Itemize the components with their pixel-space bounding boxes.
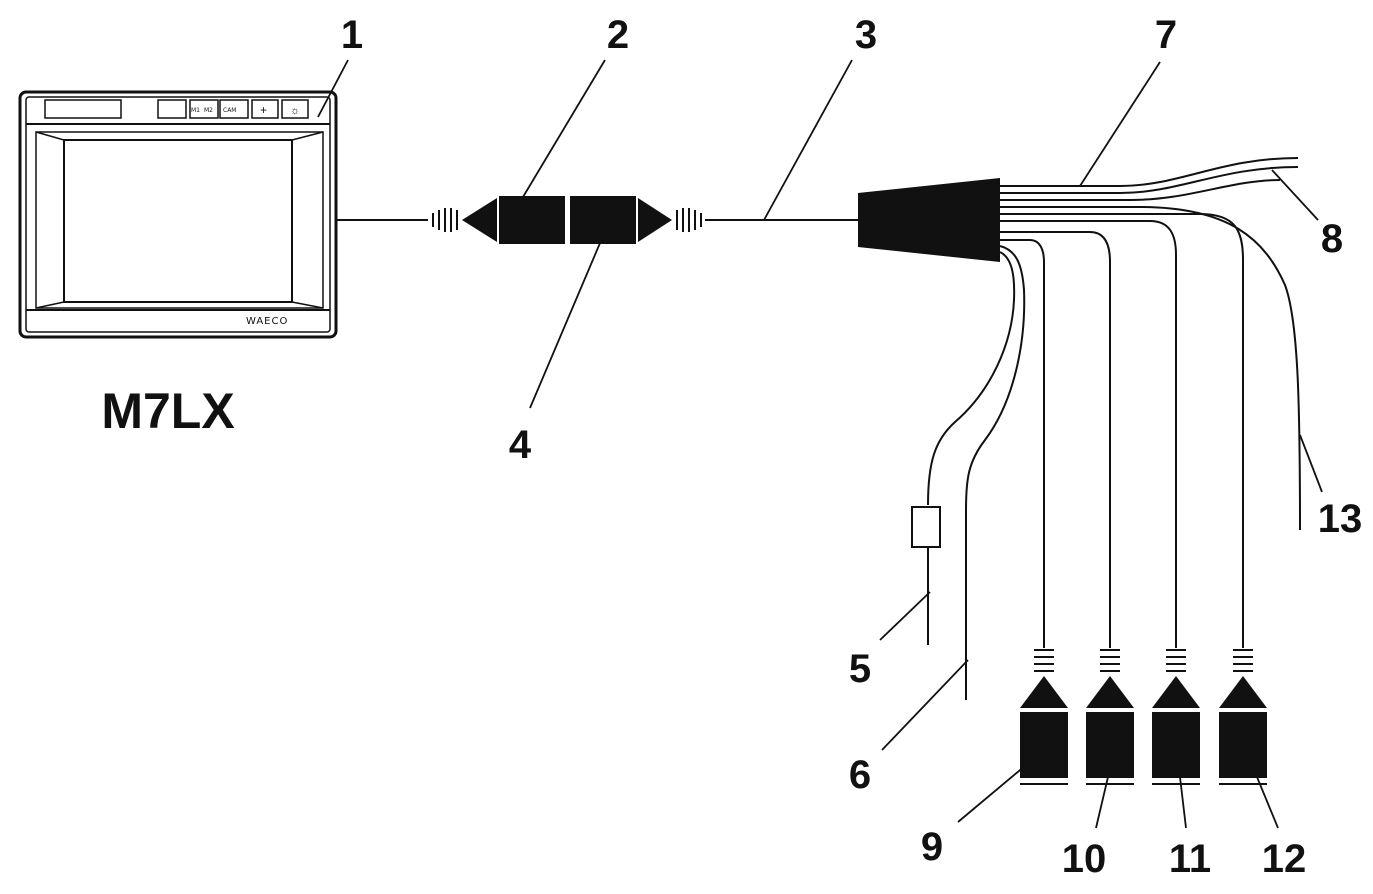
leader-13 xyxy=(1299,434,1323,493)
monitor: M1 M2 CAM + ☼ WAECO xyxy=(18,90,338,339)
monitor-button-label: M1 xyxy=(191,107,200,114)
callout-13: 13 xyxy=(1318,497,1363,541)
monitor-housing xyxy=(18,90,338,339)
monitor-button-m1 xyxy=(189,99,219,119)
callout-8: 8 xyxy=(1321,217,1343,261)
callout-6: 6 xyxy=(849,753,871,797)
cable-7-b xyxy=(1000,166,1299,194)
cable-8 xyxy=(1000,179,1281,201)
distribution-box xyxy=(858,178,1000,262)
camera-connector-12 xyxy=(1219,649,1267,785)
leader-3 xyxy=(763,59,853,221)
monitor-button-label: CAM xyxy=(223,107,236,114)
leader-2 xyxy=(516,59,606,208)
camera-connector-11 xyxy=(1152,649,1200,785)
connector-plug-cone xyxy=(462,198,497,242)
callout-5: 5 xyxy=(849,647,871,691)
cable-9 xyxy=(1000,239,1045,648)
leader-6 xyxy=(881,659,969,751)
camera-connector-10 xyxy=(1086,649,1134,785)
connector-socket-cone xyxy=(638,198,672,242)
model-label: M7LX xyxy=(101,383,234,439)
monitor-button-label: + xyxy=(260,103,267,117)
upper-cable-bundle xyxy=(927,157,1301,700)
cable-7-a xyxy=(1000,157,1299,187)
monitor-screen xyxy=(63,139,293,303)
callout-11: 11 xyxy=(1169,837,1211,881)
cable-6 xyxy=(965,245,1026,700)
callout-2: 2 xyxy=(607,13,629,57)
leader-9 xyxy=(957,759,1033,823)
leader-1 xyxy=(317,59,349,118)
leader-5 xyxy=(879,591,931,641)
leader-lines xyxy=(317,59,1323,829)
callout-9: 9 xyxy=(921,825,943,869)
monitor-button-brightness xyxy=(281,99,309,119)
connector-plug-2 xyxy=(499,196,565,244)
monitor-button-label: ☼ xyxy=(290,105,300,117)
callout-numbers: 1 2 3 4 5 6 7 8 9 10 11 12 13 xyxy=(341,13,1362,881)
leader-8 xyxy=(1271,169,1319,221)
cable-12 xyxy=(1000,213,1244,648)
cable-11 xyxy=(1000,220,1177,648)
inline-connector xyxy=(432,196,702,244)
monitor-display-window xyxy=(44,99,122,119)
cable-5 xyxy=(927,251,1016,506)
camera-connector-9 xyxy=(1020,649,1068,785)
callout-1: 1 xyxy=(341,13,363,57)
callout-4: 4 xyxy=(509,423,532,467)
monitor-button-label: M2 xyxy=(204,107,213,114)
monitor-brand-logo: WAECO xyxy=(246,316,288,327)
leader-4 xyxy=(529,235,604,409)
cable-10 xyxy=(1000,231,1111,648)
callout-10: 10 xyxy=(1062,837,1107,881)
callout-12: 12 xyxy=(1262,837,1307,881)
monitor-screen-frame xyxy=(35,131,324,309)
monitor-button-cam xyxy=(219,99,249,119)
fuse-holder xyxy=(911,506,941,548)
leader-7 xyxy=(1079,61,1161,187)
callout-3: 3 xyxy=(855,13,877,57)
monitor-button-plus xyxy=(251,99,279,119)
callout-7: 7 xyxy=(1155,13,1177,57)
monitor-bezel xyxy=(25,96,331,333)
leader-11 xyxy=(1177,759,1187,829)
leader-10 xyxy=(1095,759,1113,829)
leader-12 xyxy=(1249,759,1279,829)
monitor-button-power xyxy=(157,99,187,119)
